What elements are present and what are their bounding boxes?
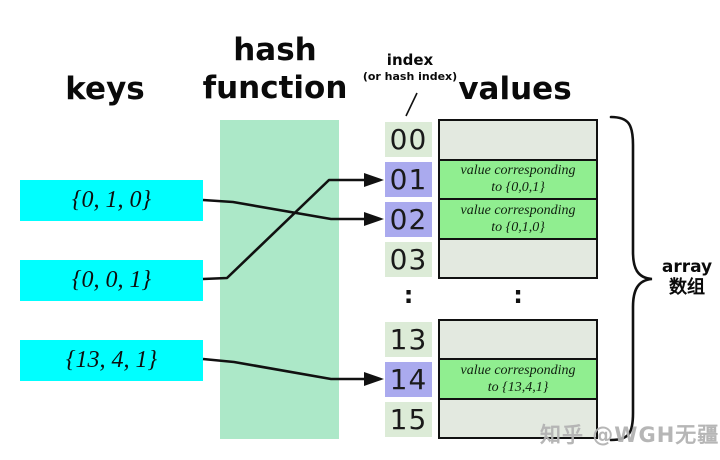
hash-function-header-line1: hash	[233, 32, 317, 68]
value-line2: to {0,0,1}	[491, 180, 545, 196]
value-row-03	[440, 239, 596, 277]
array-label-en: array	[661, 257, 713, 277]
key-box-0-1-0: {0, 1, 0}	[20, 180, 203, 221]
values-table-bottom: value corresponding to {13,4,1}	[438, 319, 598, 439]
arrowhead-02-icon	[364, 212, 384, 226]
keys-header: keys	[65, 71, 145, 107]
array-label-zh: 数组	[669, 277, 705, 298]
value-row-15	[440, 399, 596, 437]
key-box-13-4-1: {13, 4, 1}	[20, 340, 203, 381]
key-label: {0, 1, 0}	[71, 187, 152, 213]
index-header: index	[386, 51, 434, 69]
array-label: array 数组	[656, 257, 718, 299]
index-cell-02: 02	[385, 202, 432, 237]
index-cell-00: 00	[385, 122, 432, 157]
key-label: {13, 4, 1}	[65, 347, 158, 373]
arrowhead-01-icon	[364, 173, 384, 187]
value-line1: value corresponding	[460, 163, 576, 179]
hash-function-header-line2: function	[202, 70, 348, 106]
index-cell-label: 13	[389, 323, 428, 356]
index-cell-label: 03	[389, 243, 428, 276]
value-line2: to {0,1,0}	[491, 219, 545, 235]
index-pointer-line	[405, 92, 418, 117]
index-cell-03: 03	[385, 242, 432, 277]
value-line2: to {13,4,1}	[487, 379, 549, 395]
hash-function-header: hash function	[195, 31, 355, 107]
index-subheader: (or hash index)	[362, 70, 458, 83]
index-cell-13: 13	[385, 322, 432, 357]
array-brace-icon	[609, 115, 653, 442]
index-cell-label: 00	[389, 123, 428, 156]
values-table-top: value corresponding to {0,0,1} value cor…	[438, 119, 598, 279]
index-cell-15: 15	[385, 402, 432, 437]
index-cell-label: 01	[389, 163, 428, 196]
watermark: 知乎 @WGH无疆	[540, 423, 720, 447]
index-ellipsis: :	[403, 281, 414, 309]
value-row-14: value corresponding to {13,4,1}	[440, 360, 596, 400]
value-line1: value corresponding	[460, 202, 576, 218]
arrowhead-14-icon	[364, 372, 384, 386]
values-header: values	[458, 71, 572, 107]
index-cell-label: 02	[389, 203, 428, 236]
key-label: {0, 0, 1}	[71, 267, 152, 293]
key-box-0-0-1: {0, 0, 1}	[20, 260, 203, 301]
index-cell-label: 15	[389, 403, 428, 436]
hash-function-box	[220, 120, 339, 439]
value-row-02: value corresponding to {0,1,0}	[440, 200, 596, 240]
value-row-13	[440, 321, 596, 361]
index-cell-14: 14	[385, 362, 432, 397]
value-row-01: value corresponding to {0,0,1}	[440, 160, 596, 200]
index-cell-label: 14	[389, 363, 428, 396]
index-cell-01: 01	[385, 162, 432, 197]
value-line1: value corresponding	[460, 362, 576, 378]
value-row-00	[440, 121, 596, 161]
values-ellipsis: :	[513, 281, 523, 309]
